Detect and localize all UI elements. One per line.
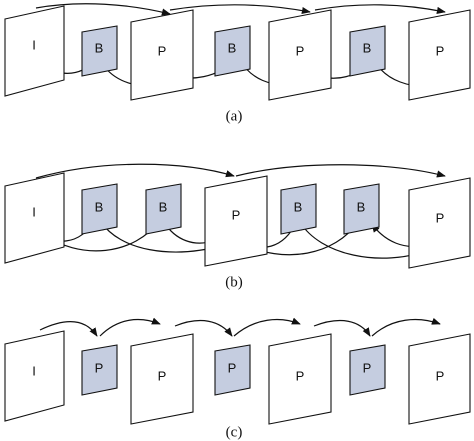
reference-arrow — [235, 164, 446, 178]
reference-arrow — [233, 317, 301, 337]
frame-label: I — [32, 37, 36, 52]
frame-b: B — [81, 25, 118, 77]
frame-label: B — [95, 199, 104, 214]
frame-b: B — [81, 183, 118, 235]
frame-label: B — [294, 199, 303, 214]
frame-label: B — [363, 40, 372, 55]
reference-arrow — [174, 319, 233, 337]
frame-i: I — [4, 5, 65, 97]
frame-label: P — [228, 360, 237, 375]
frame-p: P — [130, 9, 194, 101]
reference-arrow — [371, 317, 441, 337]
frame-label: P — [158, 43, 167, 58]
frame-p: P — [204, 175, 268, 267]
frame-label: P — [296, 368, 305, 383]
reference-arrow — [35, 3, 171, 16]
frame-i: I — [4, 330, 65, 422]
frame-label: P — [436, 210, 445, 225]
frame-label: P — [232, 207, 241, 222]
frame-b: B — [280, 183, 317, 235]
reference-arrow — [39, 321, 98, 337]
frame-label: P — [158, 368, 167, 383]
frame-p: P — [130, 333, 194, 425]
frame-label: B — [357, 199, 366, 214]
caption: (a) — [226, 108, 243, 124]
frame-label: P — [436, 368, 445, 383]
frame-p: P — [214, 344, 251, 396]
frame-p: P — [81, 344, 118, 396]
frame-label: B — [95, 40, 104, 55]
frame-b: B — [349, 25, 386, 77]
reference-arrow — [314, 4, 446, 14]
frame-label: P — [363, 360, 372, 375]
frame-p: P — [349, 344, 386, 396]
row-c: I P P P P P P (c) — [4, 317, 471, 440]
frame-label: P — [296, 43, 305, 58]
caption: (c) — [226, 424, 243, 440]
frame-p: P — [268, 9, 332, 101]
frame-label: I — [32, 204, 36, 219]
frame-p: P — [408, 9, 471, 101]
frame-label: P — [95, 360, 104, 375]
reference-arrow — [169, 4, 311, 15]
frame-label: B — [228, 40, 237, 55]
frame-b: B — [145, 183, 182, 235]
caption: (b) — [225, 274, 243, 290]
reference-arrow — [313, 319, 371, 337]
reference-arrow — [99, 317, 161, 337]
reference-arrow — [35, 163, 235, 179]
frame-p: P — [268, 333, 332, 425]
frame-b: B — [343, 183, 380, 235]
frame-i: I — [4, 172, 65, 264]
frame-p: P — [408, 177, 471, 269]
row-a: I B P B P B P (a) — [4, 3, 471, 124]
frame-label: I — [32, 363, 36, 378]
row-b: I B B P B B P (b) — [4, 163, 471, 290]
frame-label: B — [159, 199, 168, 214]
frame-label: P — [436, 43, 445, 58]
frame-p: P — [408, 333, 471, 425]
frame-b: B — [214, 25, 251, 77]
